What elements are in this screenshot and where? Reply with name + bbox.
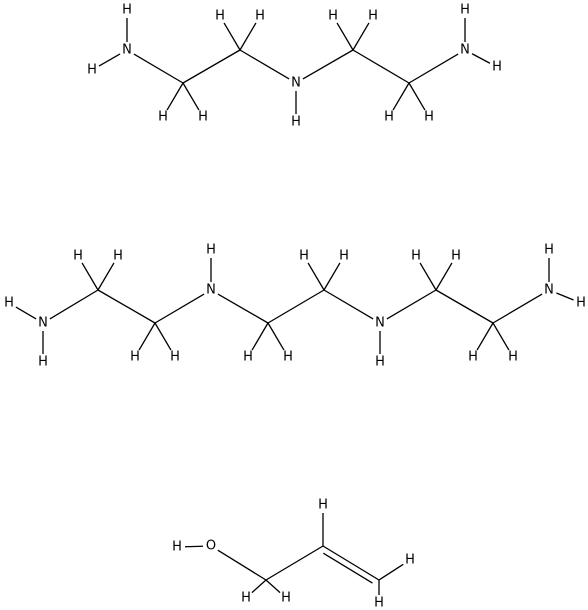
bond-single: [471, 53, 491, 64]
bond-single: [492, 293, 543, 324]
atom-label-h: H: [215, 9, 225, 24]
bond-single: [265, 579, 281, 594]
atom-label-h: H: [206, 243, 216, 258]
bond-single: [492, 322, 510, 351]
bond-single: [97, 262, 115, 291]
bond-single: [378, 563, 404, 581]
atom-label-h: H: [198, 110, 208, 125]
atom-label-o: O: [206, 539, 216, 554]
atom-label-h: H: [73, 249, 83, 264]
atom-label-h: H: [299, 249, 309, 264]
molecule-allyl-alcohol: O H H H H H H: [172, 498, 415, 610]
bond-single: [267, 289, 325, 324]
bond-single: [166, 82, 184, 111]
atom-label-n: N: [544, 283, 554, 298]
atom-label-h: H: [4, 296, 14, 311]
bond-single: [408, 53, 459, 84]
bond-single: [154, 322, 172, 351]
atom-label-h: H: [411, 249, 421, 264]
atom-label-n: N: [460, 43, 470, 58]
atom-label-h: H: [38, 355, 48, 370]
molecule-diethylenetriamine: N N N H H H H H H H H H H H H H: [87, 3, 502, 130]
bond-single: [251, 579, 267, 594]
bond-single: [336, 22, 354, 51]
bond-single: [476, 322, 494, 351]
bond-single: [265, 545, 324, 581]
bond-single: [239, 22, 257, 51]
bond-single: [323, 289, 374, 320]
atom-label-h: H: [374, 596, 384, 610]
bond-single: [184, 545, 204, 548]
bond-double: [322, 545, 380, 581]
molecule-triethylenetetramine: N N N N H H H H H H H H H H H H H H H H H H: [4, 243, 586, 370]
bond-single: [307, 262, 325, 291]
atom-label-h: H: [318, 498, 328, 513]
atom-label-h: H: [375, 355, 385, 370]
bond-single: [97, 289, 156, 324]
atom-label-h: H: [328, 9, 338, 24]
atom-label-h: H: [241, 591, 251, 606]
bond-single: [182, 49, 241, 84]
atom-label-h: H: [172, 540, 182, 555]
bond-single: [323, 262, 341, 291]
bond-single: [138, 322, 156, 351]
atom-label-n: N: [375, 316, 385, 331]
atom-label-h: H: [384, 110, 394, 125]
atom-label-h: H: [170, 350, 180, 365]
atom-label-n: N: [291, 76, 301, 91]
bond-single: [223, 22, 241, 51]
bond-double-inner: [322, 552, 373, 584]
atom-label-h: H: [158, 110, 168, 125]
bond-single: [15, 306, 37, 320]
atom-label-n: N: [38, 316, 48, 331]
bond-single: [435, 262, 453, 291]
bond-single: [133, 53, 184, 84]
atom-label-h: H: [492, 60, 502, 75]
atom-label-h: H: [405, 553, 415, 568]
bond-single: [302, 49, 354, 80]
bond-single: [556, 292, 574, 301]
bond-single: [81, 262, 99, 291]
bond-single: [182, 82, 200, 111]
bond-single: [386, 289, 437, 320]
atom-label-h: H: [243, 350, 253, 365]
atom-label-h: H: [283, 350, 293, 365]
atom-label-h: H: [113, 249, 123, 264]
atom-label-h: H: [460, 3, 470, 18]
bond-single: [267, 322, 285, 351]
atom-label-h: H: [508, 350, 518, 365]
atom-label-h: H: [468, 350, 478, 365]
bond-single: [419, 262, 437, 291]
atom-label-h: H: [281, 591, 291, 606]
bond-single: [352, 22, 370, 51]
atom-label-h: H: [122, 3, 132, 18]
bond-single: [408, 82, 426, 111]
bond-single: [435, 289, 494, 324]
bond-single: [98, 53, 121, 67]
bond-single: [154, 293, 205, 324]
atom-label-h: H: [424, 110, 434, 125]
atom-label-h: H: [368, 9, 378, 24]
atom-label-h: H: [255, 9, 265, 24]
bond-single: [352, 49, 410, 84]
atom-label-h: H: [130, 350, 140, 365]
bond-single: [392, 82, 410, 111]
atom-label-h: H: [87, 63, 97, 78]
atom-label-h: H: [544, 243, 554, 258]
bond-single: [251, 322, 269, 351]
atom-label-h: H: [291, 115, 301, 130]
atom-label-n: N: [122, 43, 132, 58]
atom-label-h: H: [339, 249, 349, 264]
bond-single: [239, 49, 290, 80]
bond-single: [217, 549, 267, 581]
bond-single: [49, 289, 99, 320]
atom-label-n: N: [206, 283, 216, 298]
bond-single: [217, 293, 269, 324]
atom-label-h: H: [451, 249, 461, 264]
atom-label-h: H: [576, 296, 586, 311]
